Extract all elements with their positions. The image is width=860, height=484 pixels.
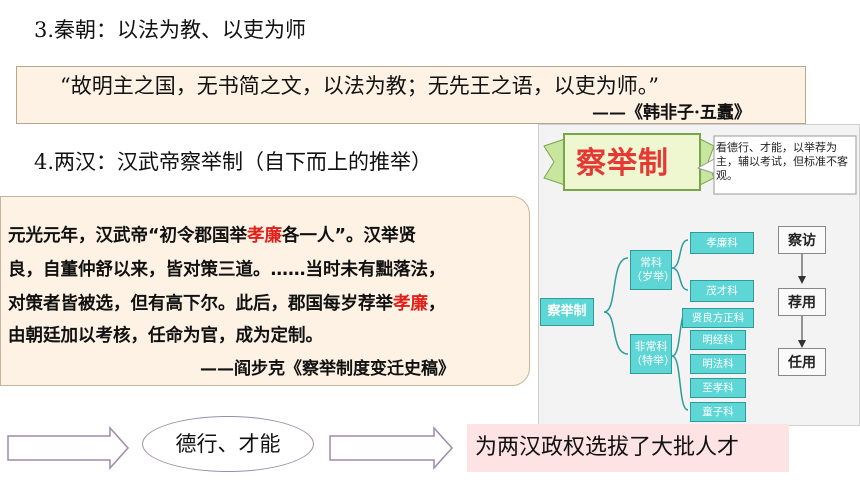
source-card xyxy=(0,196,530,386)
quote-source: ——《韩非子·五蠹》 xyxy=(592,103,751,123)
source-line-1: 元光元年，汉武帝“初令郡国举孝廉各一人”。汉举贤 xyxy=(8,222,416,247)
flow-jianyong: 荐用 xyxy=(778,288,826,316)
diagram-note: 看德行、才能，以举荐为主，辅以考试，但标准不客观。 xyxy=(716,141,848,182)
quote-text: “故明主之国，无书简之文，以法为教；无先王之语，以吏为师。” xyxy=(60,74,659,98)
node-maocai: 茂才科 xyxy=(690,280,754,302)
source-text: ， xyxy=(428,294,446,314)
highlight-xiaolian: 孝廉 xyxy=(247,226,283,246)
quote-box xyxy=(16,66,806,124)
criteria-oval: 德行、才能 xyxy=(142,416,314,472)
heading-han: 4.两汉：汉武帝察举制（自下而上的推举） xyxy=(34,150,433,174)
source-line-4: 由朝廷加以考核，任命为官，成为定制。 xyxy=(8,326,323,346)
flow-renyong: 任用 xyxy=(778,348,826,376)
bottom-arrows xyxy=(7,426,454,470)
source-line-3: 对策者皆被选，但有高下尔。此后，郡国每岁荐举孝廉， xyxy=(8,290,446,315)
source-citation: ——阎步克《察举制度变迁史稿》 xyxy=(200,359,455,379)
source-text: 对策者皆被选，但有高下尔。此后，郡国每岁荐举 xyxy=(8,294,393,314)
node-irregular: 非常科（特举） xyxy=(630,334,675,374)
node-zhixiao: 至孝科 xyxy=(690,378,746,398)
source-text: 各一人”。汉举贤 xyxy=(282,226,417,246)
source-text: 元光元年，汉武帝“初令郡国举 xyxy=(8,226,248,246)
flow-chafang: 察访 xyxy=(778,226,826,254)
node-root: 察举制 xyxy=(540,298,594,326)
brace-regular xyxy=(671,239,689,291)
arrow-right xyxy=(329,426,454,470)
node-tongzi: 童子科 xyxy=(690,402,746,422)
brace-root xyxy=(603,257,629,355)
heading-qin: 3.秦朝：以法为教、以吏为师 xyxy=(34,18,307,42)
result-box: 为两汉政权选拔了大批人才 xyxy=(467,424,789,472)
node-xianliang: 贤良方正科 xyxy=(682,308,754,328)
banner-plate xyxy=(563,133,701,191)
flow-arrowhead xyxy=(798,276,806,284)
flow-arrowhead xyxy=(798,340,806,348)
arrow-left xyxy=(7,426,130,470)
highlight-xiaolian: 孝廉 xyxy=(393,294,428,314)
node-mingjing: 明经科 xyxy=(690,330,746,350)
node-mingfa: 明法科 xyxy=(690,354,746,374)
note-box xyxy=(713,135,857,195)
node-xiaolian: 孝廉科 xyxy=(690,232,754,254)
node-regular: 常科（岁举） xyxy=(630,250,675,290)
diagram-shapes xyxy=(543,133,857,411)
diagram-banner: 察举制 xyxy=(576,146,669,181)
source-line-2: 良，自董仲舒以来，皆对策三道。……当时未有黜落法， xyxy=(8,260,446,280)
